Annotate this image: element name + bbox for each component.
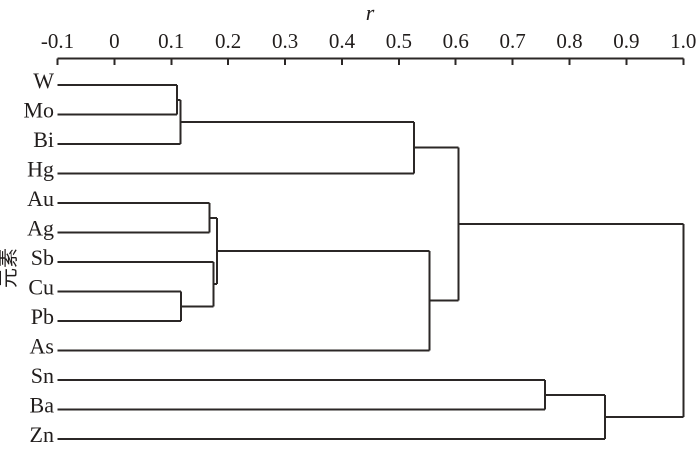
axis-tick-label: 0.7 <box>500 29 526 53</box>
axis-tick-label: -0.1 <box>41 29 74 53</box>
axis-tick-label: 0.5 <box>386 29 412 53</box>
axis-tick-label: 0.1 <box>158 29 184 53</box>
leaf-label: Zn <box>30 422 54 447</box>
axis-tick-label: 0.8 <box>556 29 582 53</box>
leaf-label: Sn <box>31 363 54 388</box>
leaf-label: Ag <box>27 216 54 241</box>
axis-tick-label: 0.3 <box>272 29 298 53</box>
axis-tick-label: 0.4 <box>329 29 356 53</box>
leaf-label: W <box>33 68 54 93</box>
leaf-label: Au <box>27 186 54 211</box>
leaf-label: Cu <box>28 275 54 300</box>
axis-title-r: r <box>366 0 375 25</box>
y-axis-label: 元素 <box>0 248 20 288</box>
leaf-label: Bi <box>33 127 54 152</box>
axis-tick-label: 0.9 <box>613 29 639 53</box>
axis-tick-label: 1.0 <box>670 29 696 53</box>
leaf-label: Mo <box>23 98 54 123</box>
axis-tick-label: 0.6 <box>443 29 469 53</box>
leaf-label: Sb <box>31 245 54 270</box>
leaf-label: As <box>30 334 54 359</box>
axis-tick-label: 0 <box>109 29 120 53</box>
leaf-label: Pb <box>31 304 54 329</box>
axis-tick-label: 0.2 <box>215 29 241 53</box>
leaf-label: Hg <box>27 157 54 182</box>
leaf-label: Ba <box>30 393 55 418</box>
